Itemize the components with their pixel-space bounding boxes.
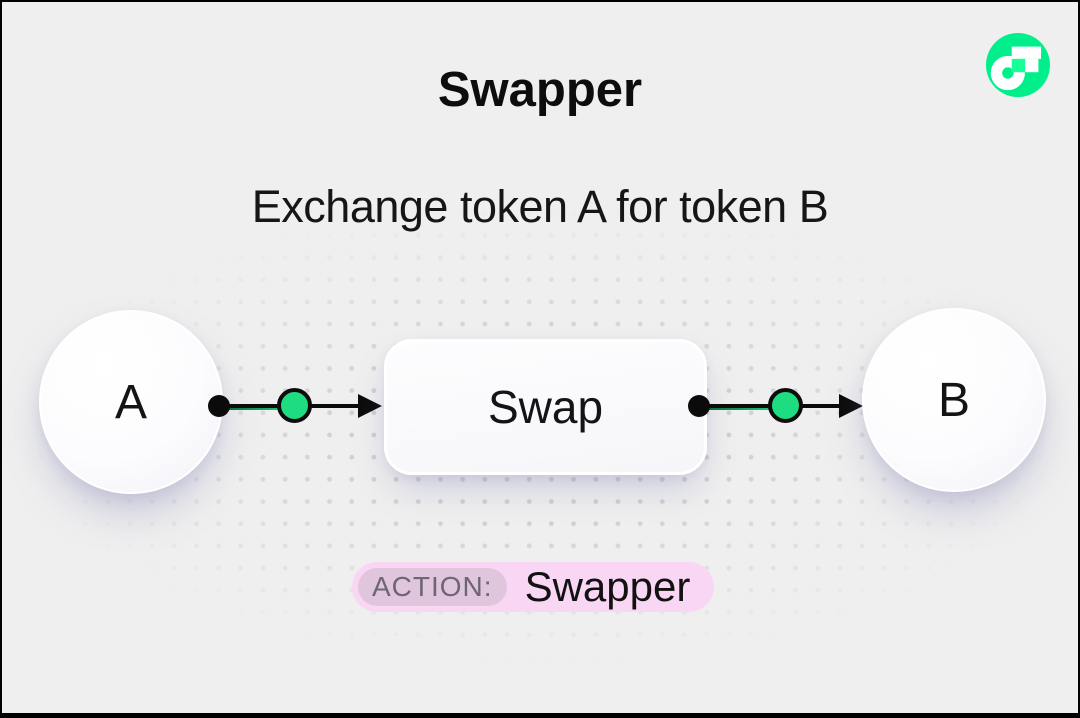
arrow-2-start-dot (688, 395, 710, 417)
arrow-2-green-line (699, 407, 786, 410)
arrow-1-start-dot (208, 395, 230, 417)
swap-node-label: Swap (487, 381, 604, 433)
swap-process-node: Swap (384, 339, 707, 475)
arrow-2-green-node (768, 388, 803, 423)
flow-logo-icon (986, 33, 1050, 97)
token-node-a: A (39, 310, 223, 494)
page-subtitle: Exchange token A for token B (251, 181, 829, 232)
token-a-label: A (114, 375, 147, 429)
arrow-1-head (358, 394, 382, 418)
arrow-2-head (839, 394, 863, 418)
action-badge-chip: ACTION: (358, 567, 507, 607)
action-badge-value: Swapper (524, 563, 691, 610)
arrow-1-green-node (277, 388, 312, 423)
token-node-b: B (862, 308, 1046, 492)
arrow-1-green-line (219, 407, 295, 410)
token-b-label: B (937, 373, 970, 427)
action-badge: ACTION: Swapper (352, 562, 715, 612)
page-title: Swapper (437, 63, 643, 117)
